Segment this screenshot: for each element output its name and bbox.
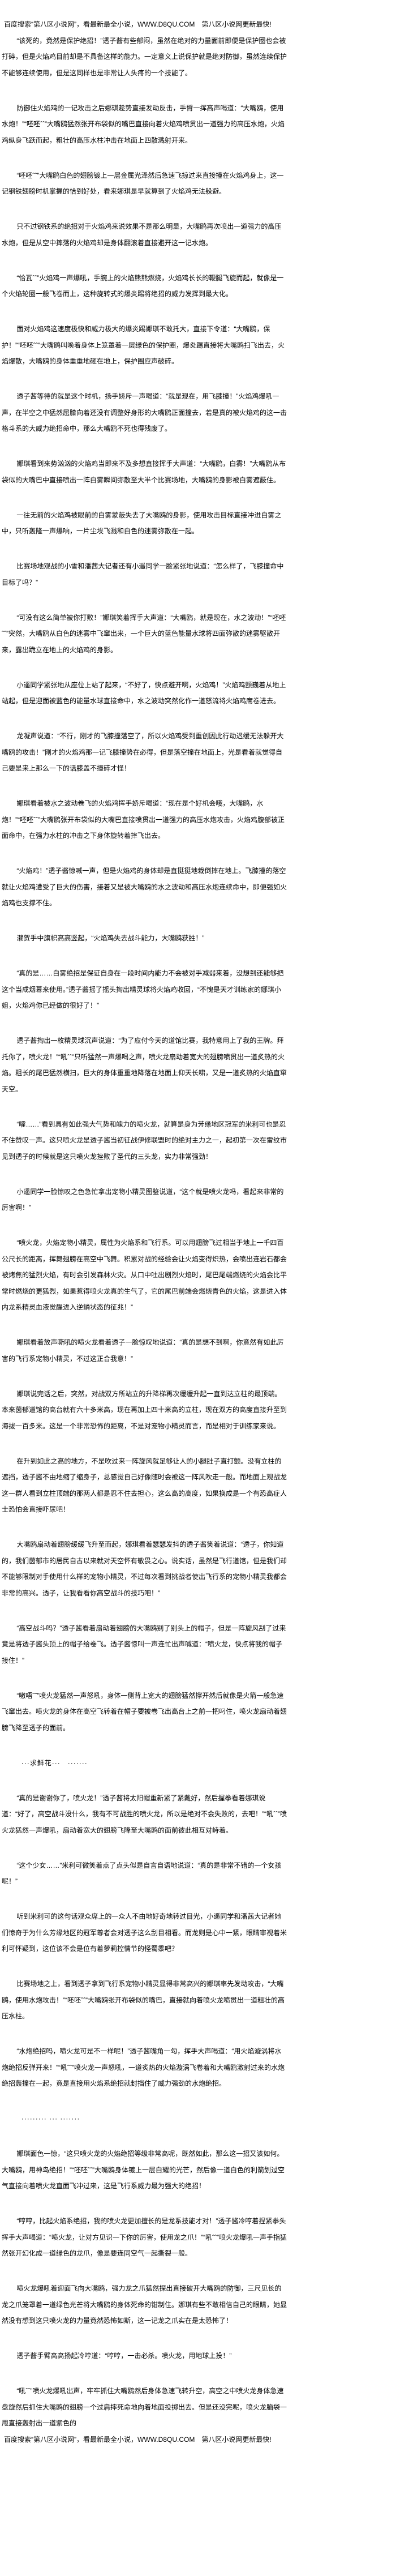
chapter-page: 百度搜索“第八区小说网”，看最新最全小说，WWW.D8QU.COM 第八区小说网… [2, 16, 288, 2447]
story-paragraph: “呸呸ˆˆ”大嘴鸥白色的翅膀镀上一层金属光泽然后急速飞掠过来直接撞在火焰鸡身上，… [2, 171, 284, 196]
story-paragraph: “真的是……白雾绝招是保证自身在一段时间内能力不会被对手减弱来着，没想到还能够把… [2, 969, 284, 1009]
story-paragraph: “喷火龙，火焰宠物小精灵，属性为火焰系和飞行系。可以用翅膀飞过相当于地上一千四百… [2, 1239, 287, 1311]
story-paragraph: “这个少女……”米利可微笑着点了点头似是自言自语地说道：“真的是非常不错的一个女… [2, 1861, 282, 1886]
story-paragraph: “嚯……”看到具有如此强大气势和魄力的喷火龙，就算是身为芳缘地区冠军的米利可也是… [2, 1120, 287, 1161]
story-paragraph: 比赛场地之上，看到透子拿到飞行系宠物小精灵显得非常高兴的娜琪率先发动攻击，“大嘴… [2, 1980, 285, 2020]
story-paragraph: “该死的，竟然是保护绝招！”透子酱有些郁闷，虽然在绝对的力量面前即便是保护圈也会… [2, 36, 287, 77]
story-paragraph: 娜琪看着放声嘶吼的喷火龙看着透子一脸惊叹地说道：“真的是想不到啊，你竟然有如此厉… [2, 1338, 284, 1363]
story-paragraph: 娜琪说完话之后，突然，对战双方所站立的升降梯再次缓缓升起一直到达立柱的最顶端。本… [2, 1389, 287, 1430]
chapter-body: “该死的，竟然是保护绝招！”透子酱有些郁闷，虽然在绝对的力量面前即便是保护圈也会… [2, 33, 288, 2432]
story-paragraph: 只不过钢铁系的绝招对于火焰鸡来说效果不是那么明显，大嘴鸥再次喷出一道强力的高压水… [2, 222, 282, 247]
story-paragraph: 透子酱等待的就是这个时机，扬手娇斥一声喝道：“就是现在，用飞膝撞！”火焰鸡爆吼一… [2, 392, 287, 433]
story-paragraph: 喷火龙爆吼着迎面飞向大嘴鸥，强力龙之爪猛然探出直接破开大嘴鸥的防御，三尺见长的龙… [2, 2284, 287, 2325]
section-separator: ···求鲜花··· ······· [21, 1758, 88, 1767]
story-paragraph: “吼ˆˆ”喷火龙爆吼出声，牢牢抓住大嘴鸥然后身体急速飞转升空，高空之中喷火龙身体… [2, 2387, 287, 2427]
story-paragraph: 听到米利可的这句话观众席上的一众人不由地好奇地转过目光，小遥同学和潘茜大记者她们… [2, 1912, 287, 1953]
story-paragraph: “嗷唔ˆˆ”喷火龙猛然一声怒吼，身体一侧背上宽大的翅膀猛然撑开然后就像是火箭一般… [2, 1691, 287, 1732]
section-separator: ········· ··· ······· [21, 2115, 80, 2123]
story-paragraph: 娜琪看着被水之波动卷飞的火焰鸡挥手娇斥喝道：“现在是个好机会哦，大嘴鸥，水炮！”… [2, 799, 285, 840]
story-paragraph: 龙凝声说道：“不行，刚才的飞膝撞落空了，所以火焰鸡受到重创因此行动迟缓无法躲开大… [2, 732, 284, 772]
story-paragraph: “恰瓦ˆˆ”火焰鸡一声爆吼，手腕上的火焰熊熊燃烧，火焰鸡长长的鞭腿飞旋而起，就像… [2, 273, 284, 298]
story-paragraph: 娜琪面色一惊，“这只喷火龙的火焰绝招等级非常高呢，既然如此，那么这一招又该如何。… [2, 2150, 285, 2190]
story-paragraph: “火焰鸡！”透子酱惊喊一声，但是火焰鸡的身体却是直挺挺地栽倒摔在地上。飞膝撞的落… [2, 867, 287, 907]
story-paragraph: “可没有这么简单被你打败！”娜琪笑着挥手大声道：“大嘴鸥，就是现在，水之波动！”… [2, 613, 286, 654]
story-paragraph: “高空战斗吗？”透子酱看着扇动着翅膀的大嘴鸥别了别头上的帽子，但是一阵旋风刮了过… [2, 1624, 286, 1664]
story-paragraph: 小遥同学紧张地从座位上站了起来，“不好了，快点避开啊，火焰鸡！”火焰鸡颤巍着从地… [2, 681, 286, 705]
story-paragraph: “哼哼，比起火焰系绝招，我的喷火龙更加擅长的是龙系技能才对！”透子酱冷哼着捏紧拳… [2, 2217, 287, 2257]
story-paragraph: 大嘴鸥扇动着翅膀缓缓飞升至而起，娜琪看着瑟瑟发抖的透子酱笑着说道：“透子，你知道… [2, 1541, 287, 1597]
story-paragraph: 在升到如此之高的地方，不是吹过来一阵旋风就足够让人的小腿肚子直打颤。没有立柱的遮… [2, 1457, 287, 1514]
story-paragraph: 透子酱掏出一枚精灵球沉声说道：“为了应付今天的道馆比赛，我特意用上了我的王牌。拜… [2, 1037, 287, 1093]
story-paragraph: 透子酱手臂高高扬起冷哼道：“哼哼，一击必杀。喷火龙，用地球上投！” [16, 2352, 232, 2360]
story-paragraph: 娜琪看到来势汹汹的火焰鸡当即来不及多想直接挥手大声道：“大嘴鸥，白雾！”大嘴鸥从… [2, 460, 286, 484]
story-paragraph: 濑贺手中旗帜高高竖起，“火焰鸡失去战斗能力，大嘴鸥获胜！” [16, 934, 205, 942]
story-paragraph: 一往无前的火焰鸡被眼前的白雾蒙蔽失去了大嘴鸥的身影，使用攻击目标直接冲进白雾之中… [2, 511, 282, 536]
story-paragraph: 小遥同学一脸惊叹之色急忙拿出宠物小精灵图鉴说道，“这个就是喷火龙吗，看起来非常的… [2, 1187, 284, 1212]
story-paragraph: 比赛场地观战的小雪和潘茜大记者还有小遥同学一脸紧张地说道：“怎么样了，飞膝撞命中… [2, 562, 284, 587]
story-paragraph: 防御住火焰鸡的一记攻击之后娜琪趁势直接发动反击，手臂一挥高声喝道：“大嘴鸥，使用… [2, 104, 285, 144]
site-banner-bottom: 百度搜索“第八区小说网”，看最新最全小说，WWW.D8QU.COM 第八区小说网… [4, 2435, 272, 2444]
story-paragraph: “真的是谢谢你了，喷火龙！”透子酱将太阳帽重新紧了紧戴好，然后握拳看着娜琪说道：… [2, 1794, 287, 1834]
story-paragraph: 面对火焰鸡这速度极快和威力极大的爆炎踢娜琪不敢托大，直接下令道：“大嘴鸥，保护！… [2, 325, 285, 365]
story-paragraph: “水炮绝招吗，喷火龙可是不一样呢！”透子酱嘴角一勾，挥手大声喝道：“用火焰漩涡将… [2, 2047, 285, 2087]
site-banner-top: 百度搜索“第八区小说网”，看最新最全小说，WWW.D8QU.COM 第八区小说网… [4, 20, 272, 28]
